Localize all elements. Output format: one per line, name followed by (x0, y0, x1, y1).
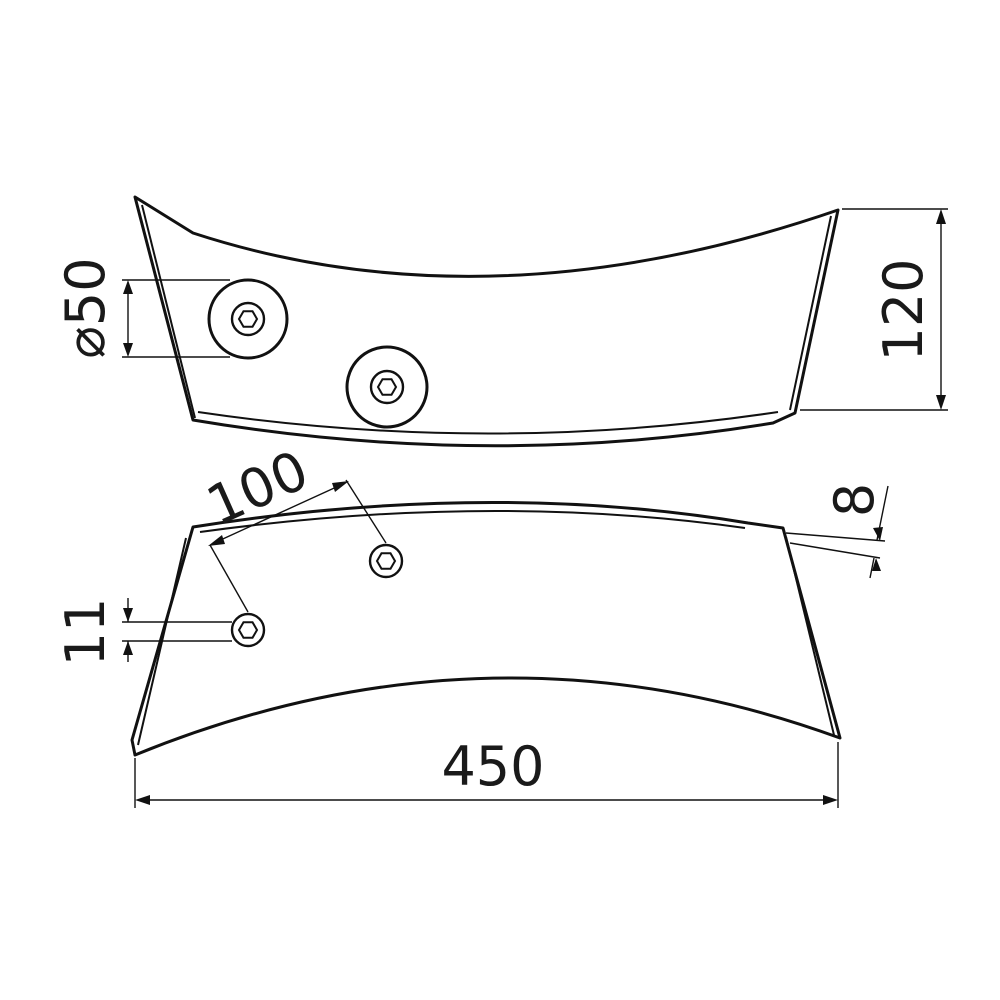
lower-right-bevel (785, 536, 835, 736)
upper-part-outline (133, 195, 840, 448)
bolt-hole-left (230, 612, 266, 648)
washer-left (207, 278, 289, 360)
upper-left-bevel (141, 204, 196, 419)
washer-right (345, 345, 429, 429)
upper-right-bevel (789, 215, 832, 411)
lower-part-outline (130, 500, 842, 757)
diameter-dimension: ⌀50 (54, 257, 230, 359)
height-label: 120 (872, 258, 935, 361)
thickness-label: 8 (823, 483, 886, 517)
hole-size-dimension: 11 (54, 598, 232, 667)
length-dimension: 450 (134, 735, 839, 808)
lower-top-bevel (199, 509, 746, 533)
upper-bottom-bevel (197, 411, 779, 435)
bolt-hole-right (368, 543, 404, 579)
lower-part-view: 100 8 11 (54, 438, 889, 757)
thickness-dimension: 8 (785, 483, 889, 579)
diameter-label: ⌀50 (54, 257, 117, 358)
length-label: 450 (441, 735, 544, 798)
hole-size-label: 11 (54, 598, 117, 667)
height-dimension: 120 (800, 208, 948, 411)
upper-part-view: ⌀50 120 (54, 195, 948, 448)
